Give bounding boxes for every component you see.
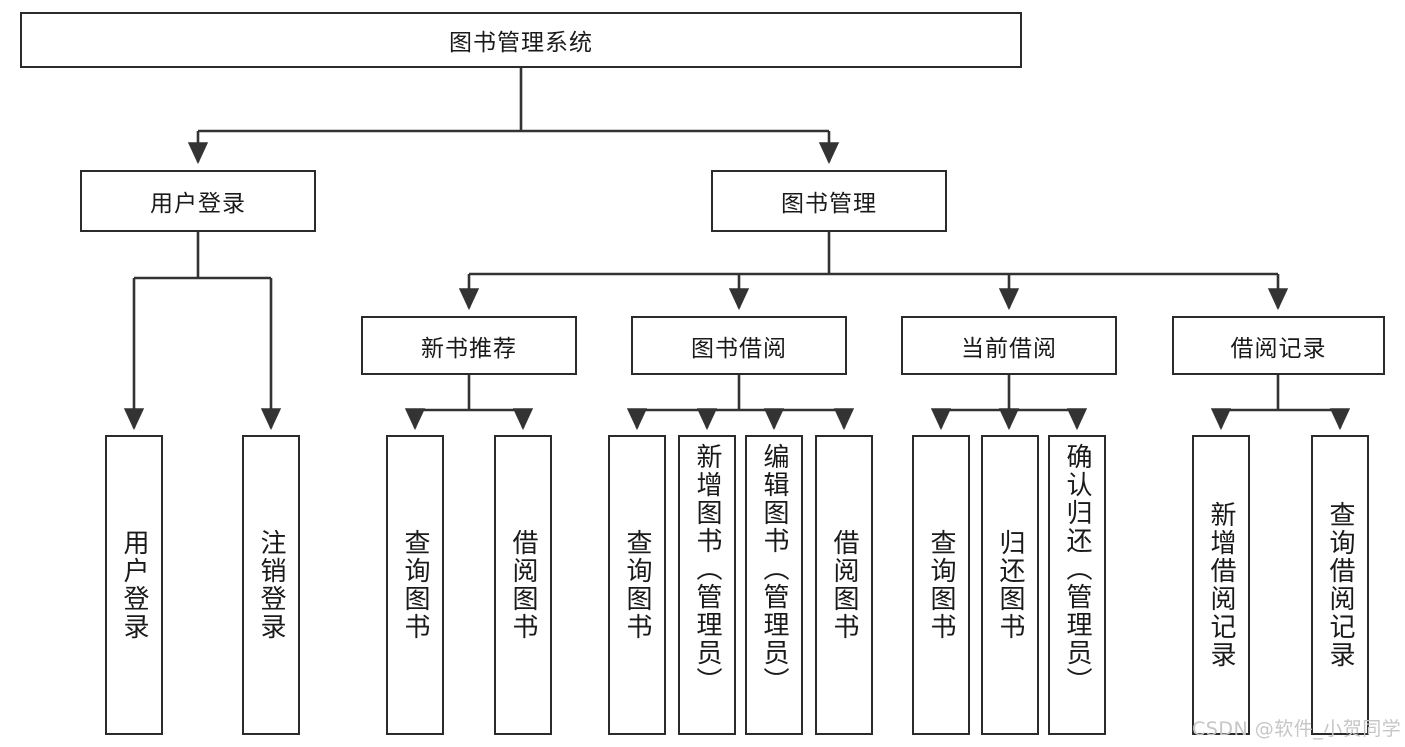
leaf-add-borrow-record[interactable]: 新增借阅记录 bbox=[1192, 435, 1250, 735]
leaf-label: 查询借阅记录 bbox=[1325, 501, 1356, 669]
node-root-book-management-system[interactable]: 图书管理系统 bbox=[20, 12, 1022, 68]
node-label: 当前借阅 bbox=[961, 335, 1057, 362]
node-label: 新书推荐 bbox=[421, 335, 517, 362]
node-current-borrow[interactable]: 当前借阅 bbox=[901, 316, 1117, 375]
csdn-watermark: CSDN @软件_小贺同学 bbox=[1192, 718, 1402, 740]
node-label: 图书借阅 bbox=[691, 335, 787, 362]
leaf-label: 查询图书 bbox=[400, 529, 431, 641]
leaf-user-logout[interactable]: 注销登录 bbox=[242, 435, 300, 735]
leaf-label: 确认归还（管理员） bbox=[1062, 443, 1093, 695]
node-book-management[interactable]: 图书管理 bbox=[711, 170, 947, 232]
leaf-label: 借阅图书 bbox=[508, 529, 539, 641]
leaf-label: 用户登录 bbox=[119, 529, 150, 641]
leaf-label: 查询图书 bbox=[926, 529, 957, 641]
node-user-login[interactable]: 用户登录 bbox=[80, 170, 316, 232]
leaf-query-book-current[interactable]: 查询图书 bbox=[912, 435, 970, 735]
leaf-label: 新增借阅记录 bbox=[1206, 501, 1237, 669]
leaf-label: 借阅图书 bbox=[829, 529, 860, 641]
leaf-return-book[interactable]: 归还图书 bbox=[981, 435, 1039, 735]
node-new-book-recommend[interactable]: 新书推荐 bbox=[361, 316, 577, 375]
leaf-borrow-book[interactable]: 借阅图书 bbox=[815, 435, 873, 735]
leaf-label: 归还图书 bbox=[995, 529, 1026, 641]
node-label: 用户登录 bbox=[150, 191, 246, 217]
leaf-label: 查询图书 bbox=[622, 529, 653, 641]
leaf-query-book-recommend[interactable]: 查询图书 bbox=[386, 435, 444, 735]
leaf-user-login[interactable]: 用户登录 bbox=[105, 435, 163, 735]
node-label: 借阅记录 bbox=[1230, 335, 1327, 362]
node-label: 图书管理系统 bbox=[449, 30, 593, 56]
leaf-query-book-borrow[interactable]: 查询图书 bbox=[608, 435, 666, 735]
leaf-confirm-return-admin[interactable]: 确认归还（管理员） bbox=[1048, 435, 1106, 735]
leaf-edit-book-admin[interactable]: 编辑图书（管理员） bbox=[745, 435, 803, 735]
leaf-label: 注销登录 bbox=[256, 529, 287, 641]
leaf-borrow-book-recommend[interactable]: 借阅图书 bbox=[494, 435, 552, 735]
node-borrow-record[interactable]: 借阅记录 bbox=[1172, 316, 1385, 375]
leaf-query-borrow-record[interactable]: 查询借阅记录 bbox=[1311, 435, 1369, 735]
leaf-add-book-admin[interactable]: 新增图书（管理员） bbox=[678, 435, 736, 735]
node-label: 图书管理 bbox=[781, 191, 877, 217]
leaf-label: 新增图书（管理员） bbox=[692, 443, 723, 695]
leaf-label: 编辑图书（管理员） bbox=[759, 443, 790, 695]
node-book-borrow[interactable]: 图书借阅 bbox=[631, 316, 847, 375]
